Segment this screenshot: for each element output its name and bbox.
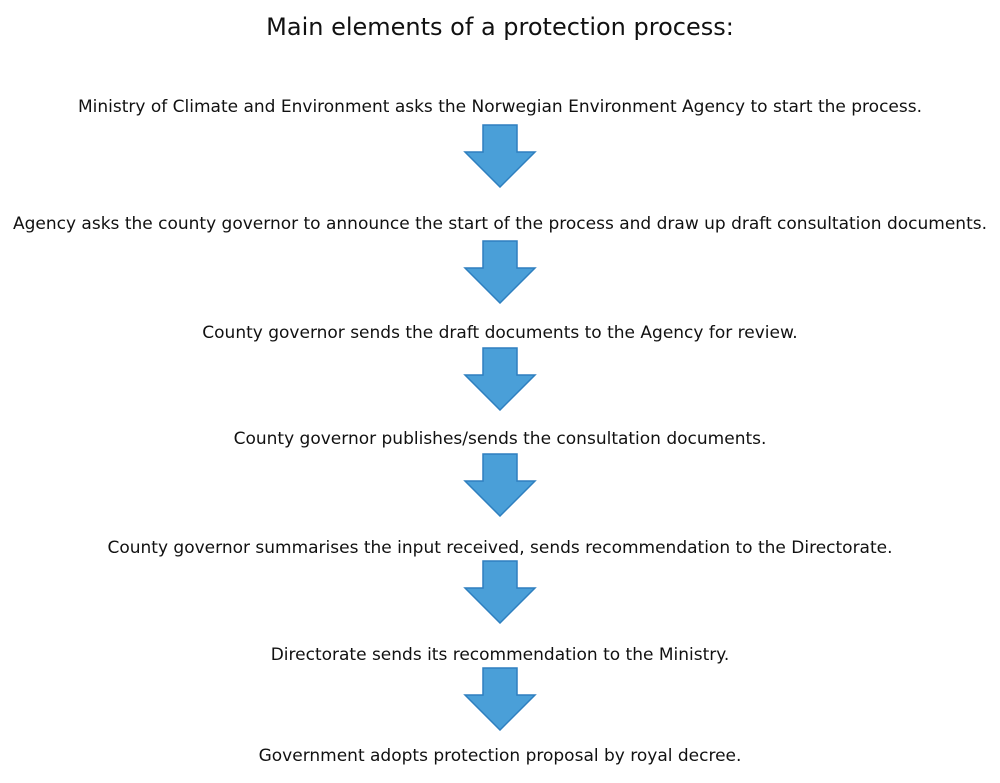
step-7-text: Government adopts protection proposal by… <box>258 746 742 766</box>
step-1-text: Ministry of Climate and Environment asks… <box>78 97 922 117</box>
step-6-text: Directorate sends its recommendation to … <box>270 645 730 665</box>
diagram-title: Main elements of a protection process: <box>266 13 734 41</box>
step-4-text: County governor publishes/sends the cons… <box>233 429 767 449</box>
down-arrow-icon <box>463 560 537 624</box>
down-arrow-icon <box>463 667 537 731</box>
down-arrow-icon <box>463 124 537 188</box>
down-arrow-icon <box>463 453 537 517</box>
down-arrow-icon <box>463 240 537 304</box>
step-2-text: Agency asks the county governor to annou… <box>12 214 988 234</box>
down-arrow-icon <box>463 347 537 411</box>
step-5-text: County governor summarises the input rec… <box>107 538 893 558</box>
step-3-text: County governor sends the draft document… <box>202 323 798 343</box>
